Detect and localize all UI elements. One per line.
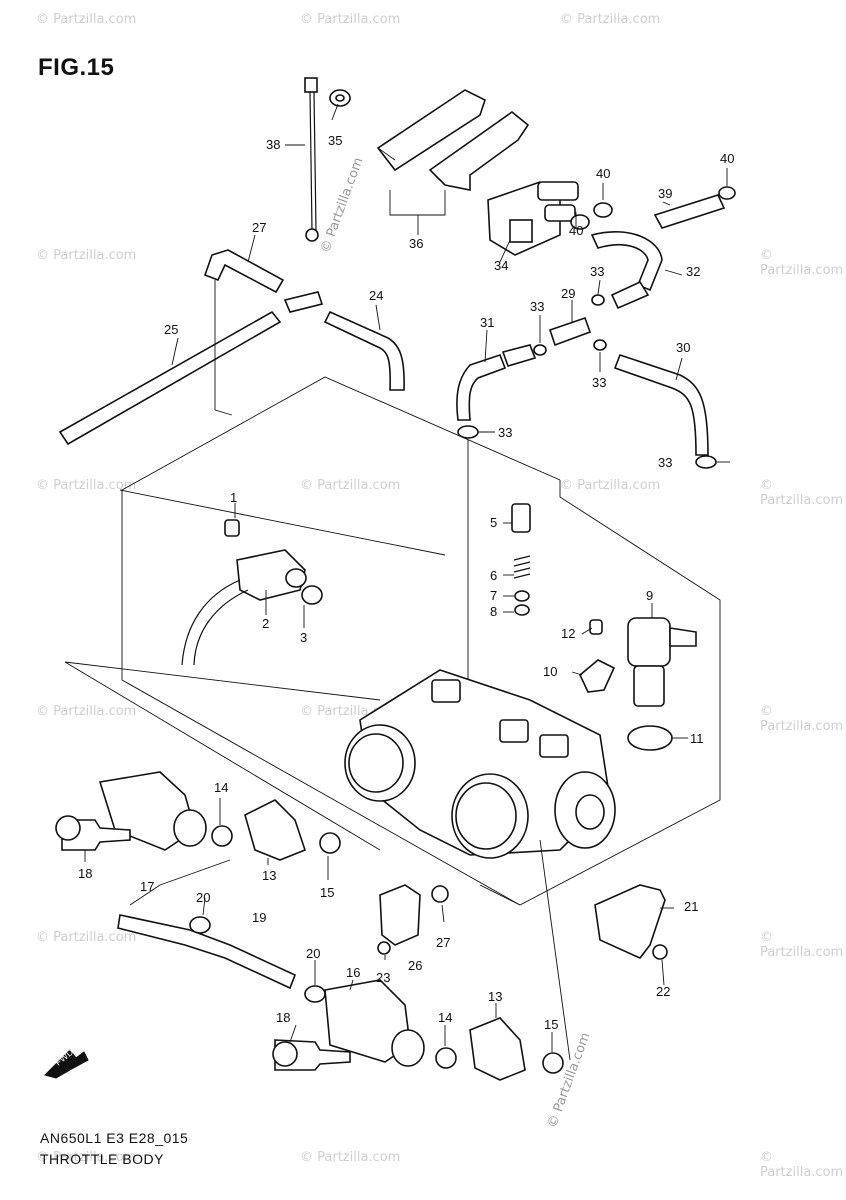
callout-30: 30 [676,340,690,355]
watermark: © Partzilla.com [760,704,844,734]
part-cable-tie [304,77,319,242]
callout-13: 13 [488,989,502,1004]
callout-29: 29 [561,286,575,301]
callout-34: 34 [494,258,508,273]
callout-38: 38 [266,137,280,152]
watermark: © Partzilla.com [36,248,137,263]
callout-33: 33 [498,425,512,440]
callout-40: 40 [596,166,610,181]
part-hose-left [58,249,405,446]
part-bracket-set [376,89,530,191]
callout-8: 8 [490,604,497,619]
callout-3: 3 [300,630,307,645]
watermark: © Partzilla.com [300,12,401,27]
watermark: © Partzilla.com [36,930,137,945]
callout-33: 33 [590,264,604,279]
callout-15: 15 [320,885,334,900]
watermark: © Partzilla.com [36,12,137,27]
watermark: © Partzilla.com [560,478,661,493]
callout-33: 33 [530,299,544,314]
callout-7: 7 [490,588,497,603]
callout-16: 16 [346,965,360,980]
callout-21: 21 [684,899,698,914]
footer-name: THROTTLE BODY [40,1151,164,1167]
callout-13: 13 [262,868,276,883]
callout-23: 23 [376,970,390,985]
watermark: © Partzilla.com [36,704,137,719]
watermark: © Partzilla.com [760,1150,844,1180]
watermark: © Partzilla.com [300,1150,401,1165]
callout-18: 18 [276,1010,290,1025]
part-fuel-delivery-left [55,771,341,861]
callout-27: 27 [252,220,266,235]
callout-9: 9 [646,588,653,603]
figure-title: FIG.15 [38,54,115,81]
callout-14: 14 [214,780,228,795]
watermark: © Partzilla.com [760,478,844,508]
callout-31: 31 [480,315,494,330]
part-fuel-pipe [117,859,326,1003]
part-nut [329,89,351,107]
callout-20: 20 [196,890,210,905]
callout-40: 40 [720,151,734,166]
part-hose-right [456,294,717,469]
callout-11: 11 [690,731,704,746]
watermark: © Partzilla.com [760,930,844,960]
callout-10: 10 [543,664,557,679]
watermark: © Partzilla.com [760,248,844,278]
callout-35: 35 [328,133,342,148]
part-hose-clamp [570,186,736,230]
callout-26: 26 [408,958,422,973]
callout-12: 12 [561,626,575,641]
part-sensor [181,519,323,666]
callout-17: 17 [140,879,154,894]
callout-39: 39 [658,186,672,201]
callout-5: 5 [490,515,497,530]
callout-14: 14 [438,1010,452,1025]
part-throttle-body [344,440,616,1061]
watermark: © Partzilla.com [36,478,137,493]
part-hose-upper [590,194,726,310]
callout-15: 15 [544,1017,558,1032]
callout-22: 22 [656,984,670,999]
callout-1: 1 [230,490,237,505]
part-bracket-right [594,884,668,960]
callout-27: 27 [436,935,450,950]
callout-33: 33 [592,375,606,390]
leader-lines [84,103,730,1052]
watermark: © Partzilla.com [300,478,401,493]
callout-32: 32 [686,264,700,279]
part-temp-sensor [377,884,449,955]
callout-36: 36 [409,236,423,251]
callout-40: 40 [569,223,583,238]
footer-code: AN650L1 E3 E28_015 [40,1130,189,1146]
part-adjust-screw [511,503,531,616]
callouts: 38 35 36 40 40 40 39 34 32 27 24 25 33 3… [78,133,734,1032]
callout-25: 25 [164,322,178,337]
callout-20: 20 [306,946,320,961]
watermark: © Partzilla.com [36,1150,137,1165]
part-solenoid-valve [487,181,579,256]
callout-18: 18 [78,866,92,881]
part-idle-valve [579,617,697,751]
watermark: © Partzilla.com [560,12,661,27]
part-fuel-delivery-right [272,979,564,1081]
callout-2: 2 [262,616,269,631]
callout-6: 6 [490,568,497,583]
callout-33: 33 [658,455,672,470]
fwd-arrow-icon: FWD [44,1046,89,1079]
callout-19: 19 [252,910,266,925]
callout-24: 24 [369,288,383,303]
